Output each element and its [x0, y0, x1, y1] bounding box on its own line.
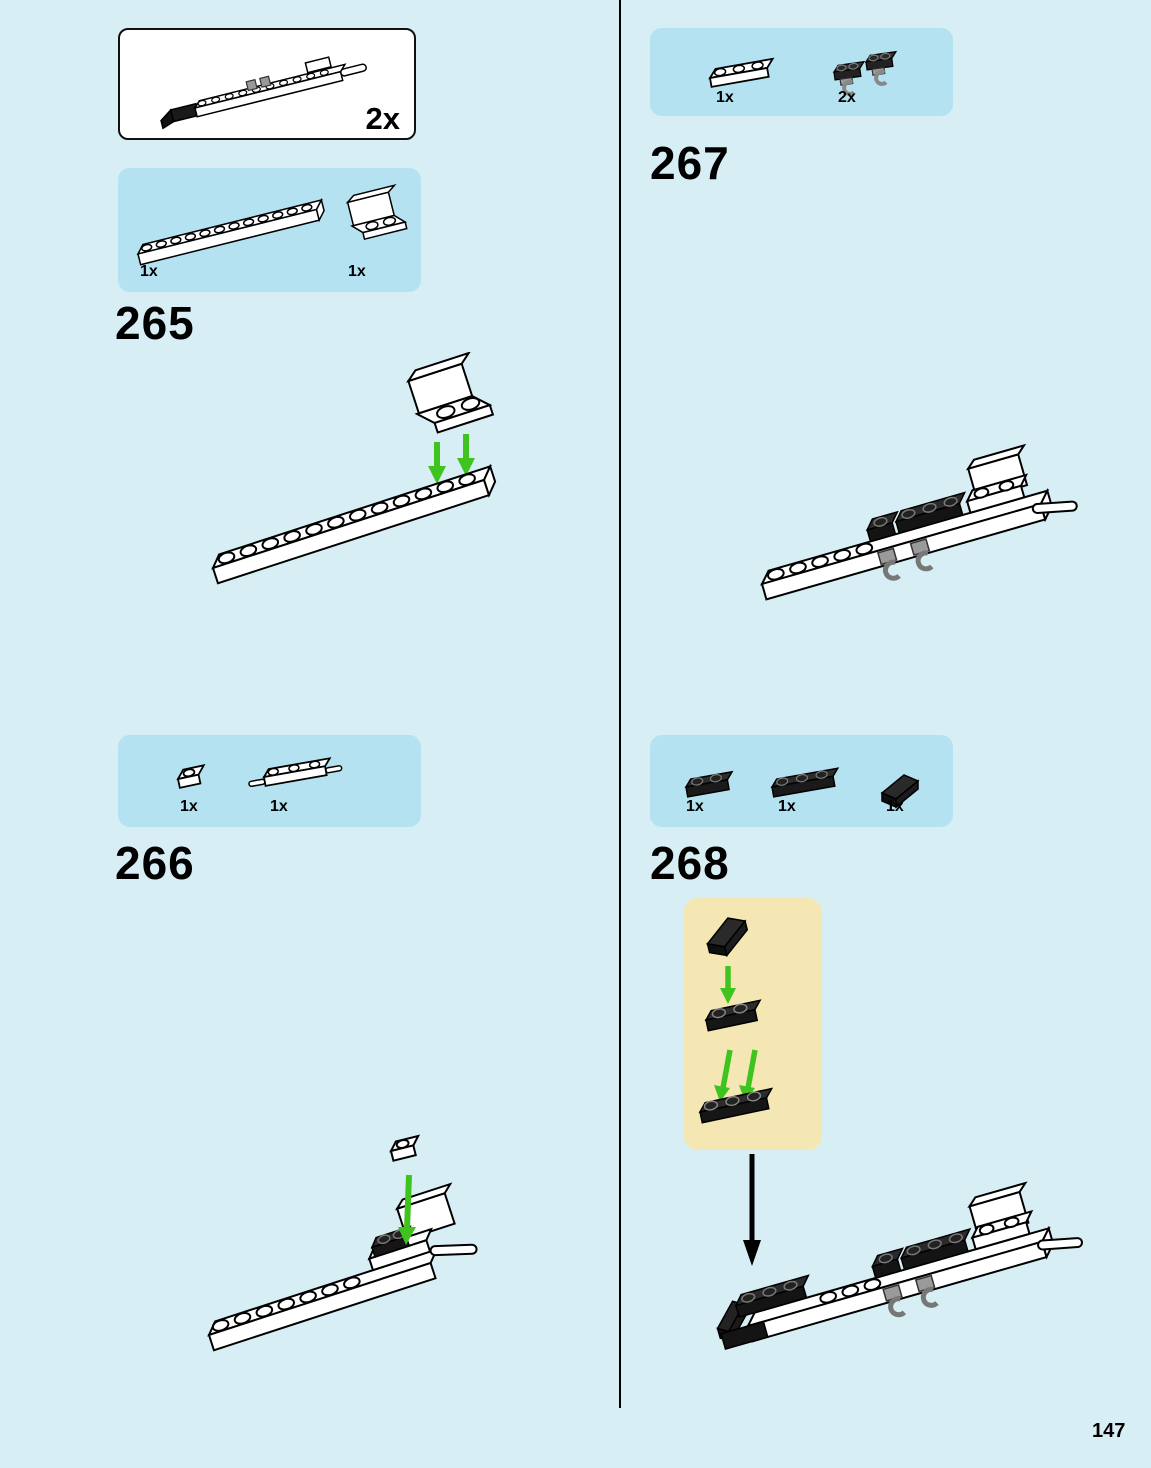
- plate-1x3-black-icon: [770, 767, 840, 798]
- plate-1x1-icon: [176, 764, 206, 789]
- repeat-qty-label: 2x: [365, 101, 400, 136]
- assembly-267: [760, 443, 1078, 601]
- placement-arrows: [714, 1049, 758, 1102]
- step-267-number: 267: [650, 137, 730, 189]
- part-qty-label: 1x: [778, 798, 796, 815]
- clip-plate-icon: [832, 60, 866, 96]
- plate-1x12-part: [211, 463, 497, 585]
- parts-265-icons: [136, 183, 408, 266]
- slope-black-part: [706, 917, 749, 958]
- plate-1x3-black-part: [698, 1087, 774, 1124]
- bar-part: [1037, 1237, 1083, 1251]
- step-268-illustration: [716, 1181, 1083, 1351]
- slope-black-icon: [880, 774, 920, 809]
- part-qty-label: 1x: [348, 263, 366, 280]
- sub-assembly-steps: [698, 917, 774, 1124]
- column-divider: [619, 0, 621, 1408]
- step-266-illustration: [207, 1134, 478, 1352]
- part-qty-label: 2x: [838, 89, 856, 106]
- step-267-illustration: [760, 443, 1078, 601]
- part-qty-label: 1x: [180, 798, 198, 815]
- step-268-number: 268: [650, 837, 730, 889]
- bracket-1x2-icon: [345, 183, 408, 241]
- parts-268-icons: [684, 767, 920, 809]
- plate-1x3-icon: [708, 57, 775, 88]
- rail-assembly-icon: [160, 56, 367, 130]
- parts-callout-267: 1x 2x: [650, 28, 953, 116]
- assembly-268: [716, 1181, 1083, 1351]
- parts-266-icons: [176, 757, 343, 789]
- plate-1x2-black-part: [704, 999, 762, 1032]
- repeat-2x-box: 2x: [118, 28, 416, 140]
- bracket-part: [405, 352, 495, 434]
- placement-arrow: [720, 966, 736, 1004]
- clip-parts: [882, 1274, 939, 1318]
- part-qty-label: 1x: [140, 263, 158, 280]
- step-265-illustration: [211, 352, 497, 585]
- sub-assembly-inset: [684, 898, 822, 1150]
- parts-callout-268: 1x 1x 1x: [650, 735, 953, 827]
- clip-plate-icon: [864, 50, 898, 86]
- plate-1x12-icon: [136, 197, 325, 266]
- bar-part: [1031, 500, 1078, 515]
- part-qty-label: 1x: [270, 798, 288, 815]
- placement-arrow: [398, 1174, 416, 1245]
- part-qty-label: 1x: [886, 798, 904, 815]
- part-qty-label: 1x: [686, 798, 704, 815]
- page-number: 147: [1092, 1420, 1126, 1442]
- handle-plate-icon: [248, 757, 343, 788]
- part-qty-label: 1x: [716, 89, 734, 106]
- insert-arrow: [743, 1154, 761, 1266]
- parts-callout-266: 1x 1x: [118, 735, 421, 827]
- assembly-266: [207, 1182, 478, 1352]
- placement-arrows: [428, 434, 475, 484]
- parts-callout-265: 1x 1x: [118, 168, 421, 292]
- parts-267-icons: [708, 50, 898, 96]
- plate-1x1-part: [389, 1134, 421, 1162]
- step-265-number: 265: [115, 297, 195, 349]
- bar-part: [429, 1243, 478, 1257]
- clip-parts: [876, 538, 934, 581]
- plate-1x2-black-icon: [684, 770, 734, 798]
- step-266-number: 266: [115, 837, 195, 889]
